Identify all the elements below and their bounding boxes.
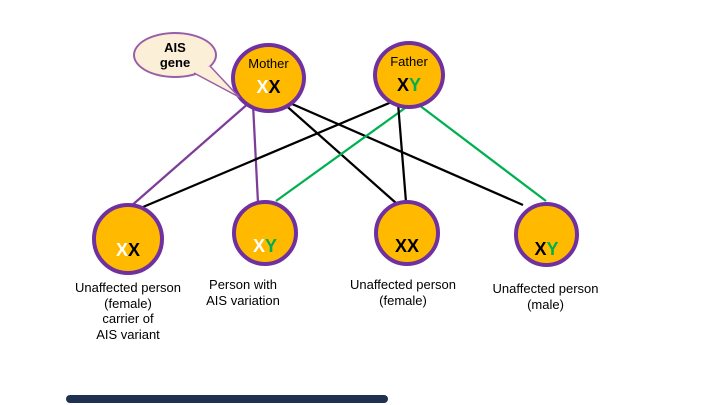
- caption-line: Unaffected person: [75, 280, 181, 295]
- child-4-caption: Unaffected person (male): [475, 281, 616, 312]
- chromosome-letter: Y: [546, 239, 559, 259]
- caption-line: Unaffected person: [350, 277, 456, 292]
- chromosome-letter: X: [252, 236, 265, 256]
- child-node-ais-variation: XY: [232, 200, 298, 266]
- child-2-chromosomes: XY: [236, 236, 294, 256]
- chromosome-letter: X: [396, 75, 409, 95]
- mother-label: Mother: [248, 56, 289, 71]
- chromosome-letter: X: [534, 239, 547, 259]
- caption-line: Person with: [209, 277, 277, 292]
- connector-father-child3: [396, 102, 408, 203]
- mother-chromosomes: XX: [256, 77, 280, 97]
- connector-mother-child3: [281, 101, 397, 204]
- connector-mother-child2: [251, 103, 260, 204]
- ais-gene-callout: AIS gene: [133, 32, 217, 78]
- child-1-caption: Unaffected person (female) carrier of AI…: [48, 280, 208, 342]
- chromosome-letter: Y: [265, 236, 278, 256]
- father-node: Father XY: [373, 41, 445, 109]
- child-3-chromosomes: XX: [378, 236, 436, 256]
- caption-line: (male): [527, 296, 564, 312]
- chromosome-letter: Y: [409, 75, 422, 95]
- connector-father-child2: [275, 102, 413, 202]
- caption-line: Unaffected person: [492, 281, 599, 296]
- connector-mother-child1: [129, 101, 251, 208]
- caption-line: (female): [379, 292, 427, 308]
- chromosome-letter: X: [268, 77, 281, 97]
- callout-line: AIS: [164, 40, 186, 55]
- callout-line: gene: [159, 55, 191, 70]
- mother-node: Mother XX: [231, 43, 306, 113]
- child-node-unaffected-female: XX: [374, 200, 440, 266]
- caption-line: AIS variant: [96, 326, 160, 342]
- chromosome-letter: X: [256, 77, 269, 97]
- caption-line: carrier of: [102, 311, 154, 326]
- chromosome-letter: X: [407, 236, 420, 256]
- connector-father-child1: [142, 99, 395, 209]
- child-3-caption: Unaffected person (female): [333, 277, 473, 308]
- father-label: Father: [390, 54, 428, 69]
- child-2-caption: Person with AIS variation: [183, 277, 303, 308]
- child-4-chromosomes: XY: [518, 239, 575, 259]
- connector-mother-child4: [282, 98, 524, 207]
- bottom-bar: [66, 395, 388, 403]
- child-node-carrier-female: XX: [92, 203, 164, 275]
- chromosome-letter: X: [128, 240, 141, 260]
- child-node-unaffected-male: XY: [514, 202, 579, 267]
- chromosome-letter: X: [115, 240, 128, 260]
- chromosome-letter: X: [394, 236, 407, 256]
- caption-line: AIS variation: [206, 292, 280, 308]
- father-chromosomes: XY: [397, 75, 421, 95]
- caption-line: (female): [104, 295, 152, 311]
- child-1-chromosomes: XX: [96, 240, 160, 260]
- connector-father-child4: [414, 101, 547, 202]
